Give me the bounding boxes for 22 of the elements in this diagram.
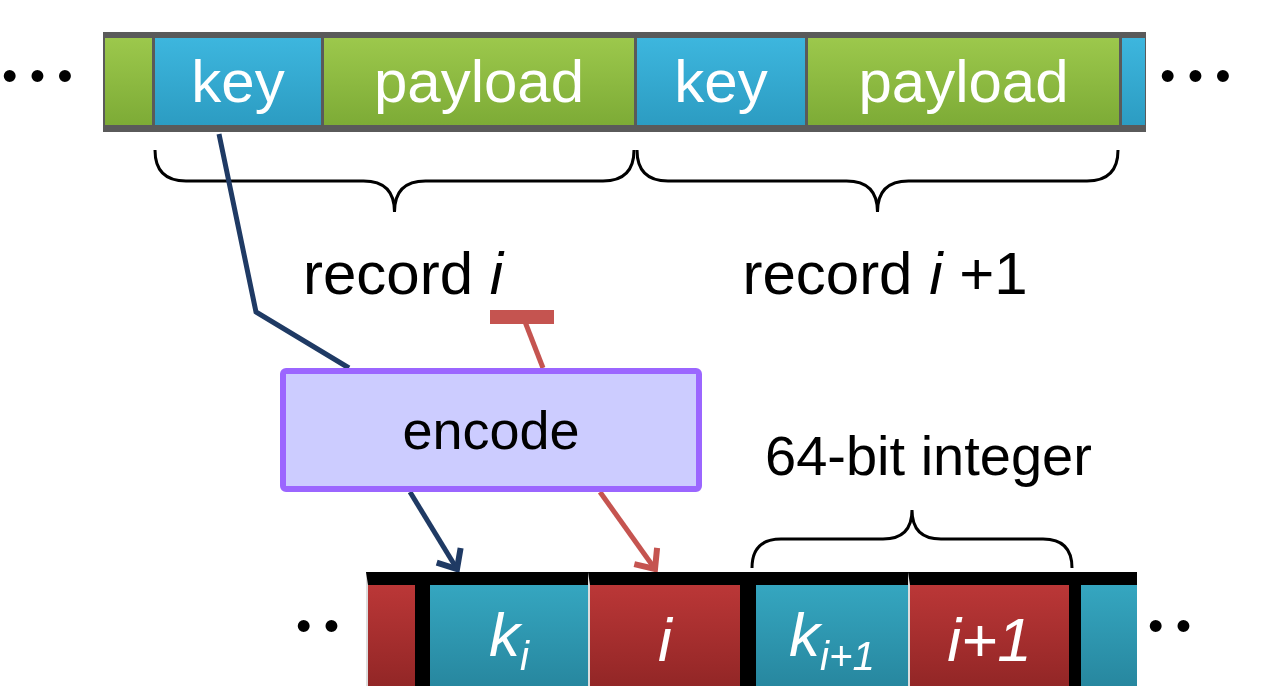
record-segment-filler xyxy=(103,32,153,132)
record-segment: payload xyxy=(322,32,635,132)
connector-line xyxy=(490,310,554,369)
integer-segment: i+1 xyxy=(908,572,1069,686)
integer-segment-filler xyxy=(1069,572,1137,686)
ellipsis: • • xyxy=(296,602,340,651)
arrow xyxy=(407,490,464,572)
integer-segment-filler xyxy=(366,572,415,686)
integer-segment: i xyxy=(588,572,740,686)
record-segment-filler xyxy=(1120,32,1146,132)
connector-line xyxy=(216,133,351,371)
integer-segment: k$_{i+1}$ xyxy=(740,572,908,686)
ellipsis: • • • xyxy=(1160,52,1231,101)
record-segment: key xyxy=(153,32,322,132)
record-segment: payload xyxy=(806,32,1120,132)
ellipsis: • • xyxy=(1148,602,1192,651)
record-segment: key xyxy=(635,32,806,132)
ellipsis: • • • xyxy=(2,52,73,101)
integer-segment: k$_{i}$ xyxy=(415,572,588,686)
arrow xyxy=(597,490,661,572)
bracket-label: 64-bit integer xyxy=(765,425,1092,487)
process-box: encode xyxy=(280,368,702,492)
